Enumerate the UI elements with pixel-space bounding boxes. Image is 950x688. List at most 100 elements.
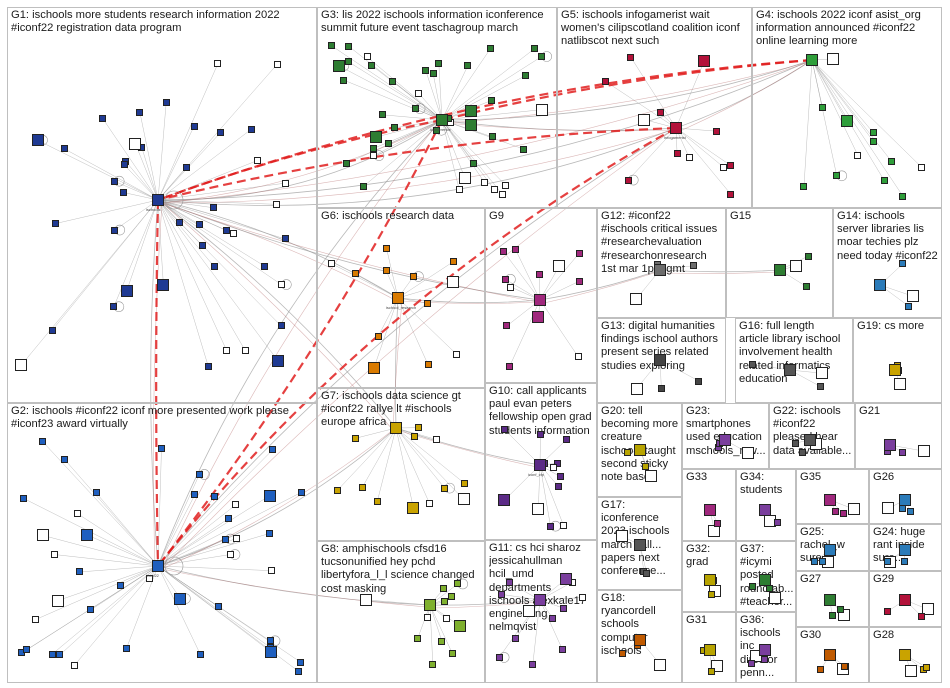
node-g11-1 bbox=[512, 635, 520, 643]
edge-g1-15 bbox=[125, 161, 159, 201]
node-g3-9 bbox=[488, 96, 495, 104]
node-g5-7 bbox=[698, 54, 711, 67]
node-g35-2 bbox=[832, 507, 840, 515]
node-g9-10 bbox=[500, 248, 508, 256]
node-g1-17 bbox=[60, 145, 68, 153]
node-g1-24 bbox=[273, 60, 281, 68]
node-g1-11 bbox=[52, 220, 60, 228]
node-g3-6 bbox=[422, 66, 430, 74]
node-g3-15 bbox=[343, 159, 351, 167]
node-g2-29 bbox=[269, 446, 277, 454]
node-g4-5 bbox=[869, 129, 877, 137]
edge-g1-17 bbox=[63, 148, 159, 201]
node-g1-31 bbox=[190, 122, 198, 130]
node-g10-3 bbox=[547, 522, 555, 530]
node-g21-2 bbox=[899, 448, 907, 456]
edge-g6-9 bbox=[386, 248, 399, 299]
inter-edge-17 bbox=[395, 297, 399, 429]
edge-g4-9 bbox=[811, 59, 874, 142]
edge-g1-35 bbox=[157, 199, 164, 285]
edge-g11-11 bbox=[539, 599, 563, 650]
edge-g3-31 bbox=[343, 79, 443, 121]
node-g1-23 bbox=[136, 108, 144, 116]
edge-g3-1 bbox=[441, 75, 526, 121]
node-g33-1 bbox=[714, 519, 722, 527]
edge-g5-8 bbox=[675, 127, 725, 168]
edge-g2-34 bbox=[157, 533, 270, 567]
node-g5-11 bbox=[713, 127, 721, 135]
edge-g4-2 bbox=[811, 59, 893, 163]
inter-edge-13 bbox=[397, 297, 541, 304]
edge-g2-23 bbox=[79, 565, 159, 573]
edge-g10-0 bbox=[538, 464, 541, 510]
node-g8-0 bbox=[360, 593, 373, 606]
edge-g3-37 bbox=[388, 119, 443, 145]
node-g1-35 bbox=[157, 278, 170, 291]
group-label-g19: G19: cs more bbox=[857, 320, 925, 332]
edge-g1-33 bbox=[157, 199, 265, 267]
node-g1-25 bbox=[120, 161, 128, 169]
node-g3-0 bbox=[459, 172, 472, 185]
hub-node-g25 bbox=[824, 544, 836, 556]
hub-node-g21 bbox=[884, 439, 896, 451]
node-g2-10 bbox=[38, 437, 46, 445]
node-g7-3 bbox=[441, 484, 449, 492]
node-g1-3 bbox=[110, 303, 118, 311]
node-g1-0 bbox=[15, 359, 27, 372]
edge-g4-4 bbox=[811, 59, 923, 168]
node-g5-1 bbox=[727, 190, 735, 198]
node-g3-3 bbox=[432, 126, 440, 134]
hub-node-g10 bbox=[534, 459, 546, 471]
node-g10-1 bbox=[556, 473, 564, 481]
edge-g5-5 bbox=[675, 127, 731, 166]
group-label-g32: G32: grad bbox=[686, 543, 711, 569]
hub-node-g33 bbox=[704, 504, 716, 516]
node-g36-1 bbox=[760, 656, 768, 664]
node-g9-6 bbox=[512, 246, 520, 254]
node-g3-12 bbox=[370, 152, 378, 160]
node-g2-0 bbox=[36, 529, 49, 542]
node-g2-23 bbox=[76, 568, 84, 576]
edge-g3-29 bbox=[441, 119, 475, 164]
group-box-g14: G14: ischools server libraries lis moar … bbox=[833, 208, 942, 318]
group-label-g9: G9 bbox=[489, 210, 504, 222]
node-g3-10 bbox=[486, 45, 494, 53]
node-g6-0 bbox=[447, 275, 460, 288]
node-g1-38 bbox=[182, 163, 190, 171]
node-g1-30 bbox=[111, 226, 119, 234]
node-g13-1 bbox=[695, 377, 703, 385]
highlight-edge-5 bbox=[157, 118, 443, 202]
edge-g2-29 bbox=[157, 449, 274, 567]
node-g2-11 bbox=[191, 491, 199, 499]
group-label-g8: G8: amphischools cfsd16 tucsonunified he… bbox=[321, 543, 475, 595]
node-g7-8 bbox=[425, 499, 433, 507]
edge-g7-7 bbox=[395, 427, 414, 508]
node-g3-17 bbox=[520, 145, 528, 153]
node-g15-0 bbox=[790, 260, 803, 273]
hub-node-g24 bbox=[899, 544, 911, 556]
edge-g2-2 bbox=[157, 491, 303, 567]
edge-g1-40 bbox=[157, 199, 246, 351]
node-g1-9 bbox=[210, 204, 218, 212]
node-g2-26 bbox=[157, 445, 165, 453]
edge-g3-24 bbox=[441, 119, 460, 190]
node-g9-11 bbox=[503, 322, 511, 330]
node-g1-39 bbox=[110, 177, 118, 185]
node-g2-28 bbox=[51, 594, 64, 607]
edge-g3-25 bbox=[371, 65, 443, 121]
node-g3-7 bbox=[465, 118, 478, 131]
node-g4-7 bbox=[840, 114, 853, 127]
node-g3-35 bbox=[369, 131, 382, 144]
node-g1-37 bbox=[217, 128, 225, 136]
edge-g2-6 bbox=[157, 565, 271, 648]
edge-g9-5 bbox=[539, 280, 580, 301]
hub-node-g11 bbox=[534, 594, 546, 606]
group-box-g8: G8: amphischools cfsd16 tucsonunified he… bbox=[317, 541, 485, 683]
hub-node-g27 bbox=[824, 594, 836, 606]
edge-g6-6 bbox=[397, 261, 454, 299]
group-label-g5: G5: ischools infogamerist wait women's c… bbox=[561, 9, 740, 48]
inter-edge-alt-9 bbox=[161, 429, 394, 570]
node-g1-7 bbox=[120, 285, 133, 298]
node-g3-13 bbox=[389, 77, 397, 85]
